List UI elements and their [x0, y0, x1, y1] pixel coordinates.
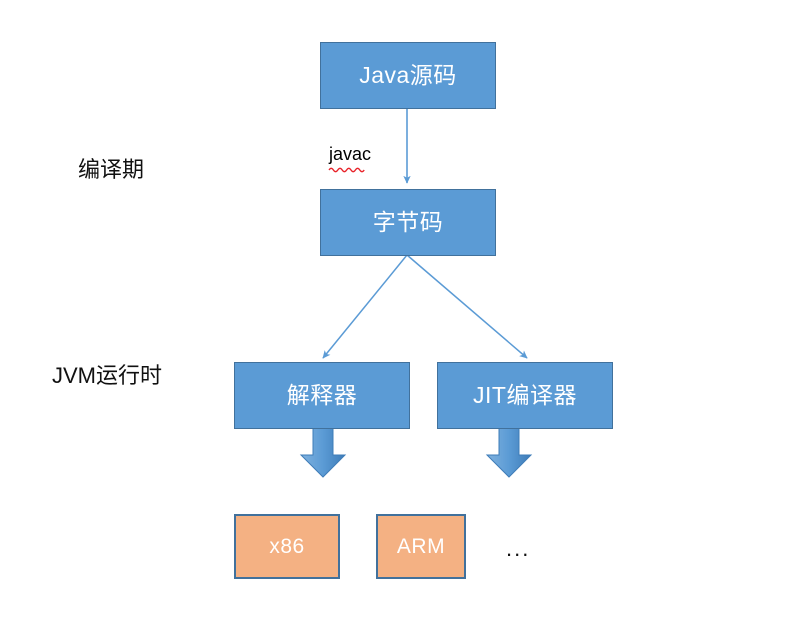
- edge-label-javac: javac: [329, 144, 372, 164]
- node-x86[interactable]: x86: [234, 514, 340, 579]
- node-interpreter[interactable]: 解释器: [234, 362, 410, 429]
- node-arm[interactable]: ARM: [376, 514, 466, 579]
- more-platforms-ellipsis: ...: [506, 536, 531, 561]
- connector-bytecode-to-jit: [406, 254, 528, 359]
- block-arrow-jit-to-arm: [485, 427, 533, 478]
- block-arrow-interpreter-to-x86: [299, 427, 347, 478]
- node-java-source[interactable]: Java源码: [320, 42, 496, 109]
- stage-label-compile-time: 编译期: [78, 157, 145, 182]
- node-bytecode[interactable]: 字节码: [320, 189, 496, 256]
- node-jit-compiler[interactable]: JIT编译器: [437, 362, 613, 429]
- spellcheck-squiggle-javac: [328, 167, 365, 173]
- stage-label-jvm-runtime: JVM运行时: [52, 363, 163, 388]
- connector-bytecode-to-interpreter: [322, 254, 408, 359]
